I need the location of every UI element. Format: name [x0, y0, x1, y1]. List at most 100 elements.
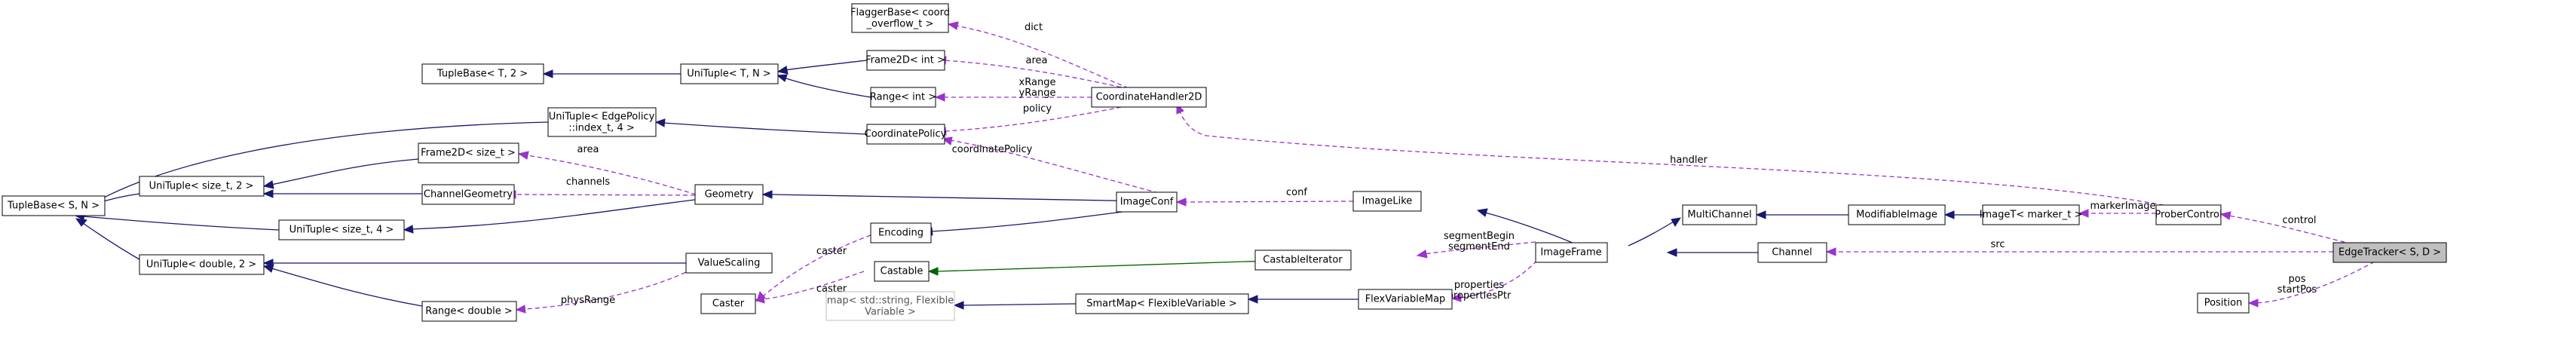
edge-area-size — [517, 151, 697, 195]
label-propertiesptr: propertiesPtr — [1447, 290, 1512, 302]
node-range-double[interactable]: Range< double > — [421, 301, 517, 322]
edge-unituple-double2-to-tuplebase — [75, 218, 144, 262]
node-multichannel[interactable]: MultiChannel — [1682, 204, 1757, 225]
node-channel[interactable]: Channel — [1757, 242, 1827, 263]
node-coordinatehandler2d[interactable]: CoordinateHandler2D — [1091, 87, 1207, 108]
svg-text:ImageConf: ImageConf — [1120, 197, 1174, 208]
node-imagelike[interactable]: ImageLike — [1352, 191, 1422, 212]
svg-text:MultiChannel: MultiChannel — [1687, 210, 1751, 221]
edge-labels: dict area xRange yRange policy coordinat… — [561, 22, 2317, 306]
node-castableiterator[interactable]: CastableIterator — [1254, 250, 1352, 271]
node-frame2d-sizet[interactable]: Frame2D< size_t > — [418, 142, 519, 164]
node-frame2d-int[interactable]: Frame2D< int > — [865, 50, 945, 71]
node-imageconf[interactable]: ImageConf — [1116, 191, 1178, 213]
edge-modifiableimage-to-multichannel — [1755, 210, 1849, 219]
svg-text:Frame2D< int >: Frame2D< int > — [865, 55, 945, 66]
node-channelgeometry[interactable]: ChannelGeometry — [421, 184, 515, 205]
edge-channels — [505, 190, 696, 199]
edge-coordinatepolicy-to-unituple-edgepolicy — [654, 118, 868, 135]
svg-text:Channel: Channel — [1772, 247, 1812, 259]
edge-physrange — [515, 265, 700, 314]
edge-geometry-to-unituple-sizet4 — [403, 199, 696, 234]
edge-frame2d-sizet-to-unituple-sizet2 — [262, 158, 419, 189]
node-unituple-tn[interactable]: UniTuple< T, N > — [680, 63, 779, 84]
node-probercontrol[interactable]: ProberControl — [2155, 204, 2222, 225]
edge-frame2d-int-to-unituple-tn — [776, 60, 868, 75]
svg-text:UniTuple< double, 2 >: UniTuple< double, 2 > — [146, 259, 256, 271]
svg-text:ValueScaling: ValueScaling — [698, 258, 761, 269]
node-unituple-sizet4[interactable]: UniTuple< size_t, 4 > — [278, 219, 405, 240]
node-map-string-flexiblevariable[interactable]: map< std::string, Flexible Variable > — [825, 291, 955, 321]
edge-valuescaling-to-unituple-double2 — [262, 259, 686, 268]
node-coordinatepolicy[interactable]: CoordinatePolicy — [865, 124, 947, 145]
node-encoding[interactable]: Encoding — [870, 222, 932, 243]
svg-text:Castable: Castable — [881, 266, 924, 277]
edge-properties — [1450, 254, 1542, 302]
label-src: src — [1991, 239, 2005, 250]
svg-text:::index_t, 4 >: ::index_t, 4 > — [568, 123, 634, 134]
edge-dict — [947, 21, 1129, 89]
svg-text:FlexVariableMap: FlexVariableMap — [1365, 294, 1446, 305]
node-flexvariablemap[interactable]: FlexVariableMap — [1358, 289, 1453, 310]
node-caster[interactable]: Caster — [700, 293, 756, 314]
label-dict: dict — [1025, 22, 1043, 33]
svg-text:Range< double >: Range< double > — [425, 306, 513, 317]
node-unituple-sizet2[interactable]: UniTuple< size_t, 2 > — [139, 176, 265, 197]
label-policy: policy — [1023, 103, 1052, 115]
edge-markerimage — [2078, 209, 2171, 218]
svg-text:TupleBase< T, 2 >: TupleBase< T, 2 > — [436, 69, 528, 80]
svg-text:Geometry: Geometry — [705, 189, 754, 201]
node-range-int[interactable]: Range< int > — [870, 87, 936, 108]
label-segmentbegin: segmentBegin — [1444, 231, 1515, 242]
svg-text:FlaggerBase< coord: FlaggerBase< coord — [850, 8, 950, 19]
node-castable[interactable]: Castable — [874, 261, 930, 282]
edge-segmentbegin — [1416, 241, 1536, 259]
svg-text:UniTuple< size_t, 2 >: UniTuple< size_t, 2 > — [149, 181, 254, 192]
edge-smartmap-to-map — [953, 301, 1077, 310]
node-flaggerbase[interactable]: FlaggerBase< coord _overflow_t > — [850, 3, 950, 33]
svg-text:ImageT< marker_t >: ImageT< marker_t > — [1980, 210, 2083, 221]
node-smartmap[interactable]: SmartMap< FlexibleVariable > — [1075, 293, 1249, 314]
svg-text:Variable >: Variable > — [865, 307, 916, 318]
svg-text:CoordinateHandler2D: CoordinateHandler2D — [1096, 92, 1202, 103]
edge-conf — [1175, 197, 1354, 207]
edge-channelgeometry-to-unituple-sizet2 — [262, 189, 426, 198]
svg-text:ProberControl: ProberControl — [2155, 210, 2222, 221]
label-area-int: area — [1026, 55, 1048, 66]
label-physrange: physRange — [561, 295, 615, 306]
label-startpos: startPos — [2277, 284, 2317, 295]
edge-imaget-to-modifiableimage — [1943, 210, 1983, 219]
node-tuplebase-t2[interactable]: TupleBase< T, 2 > — [421, 63, 544, 84]
svg-text:SmartMap< FlexibleVariable >: SmartMap< FlexibleVariable > — [1086, 299, 1236, 310]
svg-text:ChannelGeometry: ChannelGeometry — [424, 189, 513, 201]
label-xrange: xRange — [1019, 77, 1056, 88]
node-edgetracker[interactable]: EdgeTracker< S, D > — [2332, 242, 2447, 263]
svg-text:UniTuple< T, N >: UniTuple< T, N > — [687, 69, 770, 80]
label-coordinatepolicy: coordinatePolicy — [952, 144, 1033, 155]
node-unituple-double2[interactable]: UniTuple< double, 2 > — [139, 254, 265, 275]
label-channels: channels — [566, 176, 610, 188]
node-valuescaling[interactable]: ValueScaling — [685, 253, 773, 274]
edge-caster-castable — [754, 271, 865, 304]
svg-text:map< std::string, Flexible: map< std::string, Flexible — [827, 295, 954, 307]
edge-range-double-to-unituple-double2 — [262, 264, 423, 307]
label-handler: handler — [1670, 155, 1708, 166]
svg-text:TupleBase< S, N >: TupleBase< S, N > — [7, 201, 100, 212]
svg-text:EdgeTracker< S, D >: EdgeTracker< S, D > — [2339, 247, 2441, 259]
node-tuplebase-sn[interactable]: TupleBase< S, N > — [2, 195, 106, 216]
node-position[interactable]: Position — [2197, 292, 2250, 314]
svg-text:ImageFrame: ImageFrame — [1540, 247, 1601, 259]
label-conf: conf — [1286, 187, 1307, 198]
label-caster-1: caster — [816, 246, 847, 257]
node-geometry[interactable]: Geometry — [694, 184, 764, 205]
node-modifiableimage[interactable]: ModifiableImage — [1848, 204, 1946, 225]
edges — [71, 21, 2375, 314]
node-imageframe[interactable]: ImageFrame — [1535, 242, 1608, 263]
edge-castableiterator-to-castable — [927, 259, 1294, 276]
node-imaget-marker[interactable]: ImageT< marker_t > — [1980, 204, 2083, 225]
svg-text:_overflow_t >: _overflow_t > — [866, 19, 934, 30]
svg-text:UniTuple< size_t, 4 >: UniTuple< size_t, 4 > — [289, 225, 394, 236]
edge-imageconf-to-geometry — [761, 190, 1152, 202]
label-yrange: yRange — [1019, 87, 1056, 99]
node-unituple-edgepolicy[interactable]: UniTuple< EdgePolicy ::index_t, 4 > — [547, 107, 657, 137]
